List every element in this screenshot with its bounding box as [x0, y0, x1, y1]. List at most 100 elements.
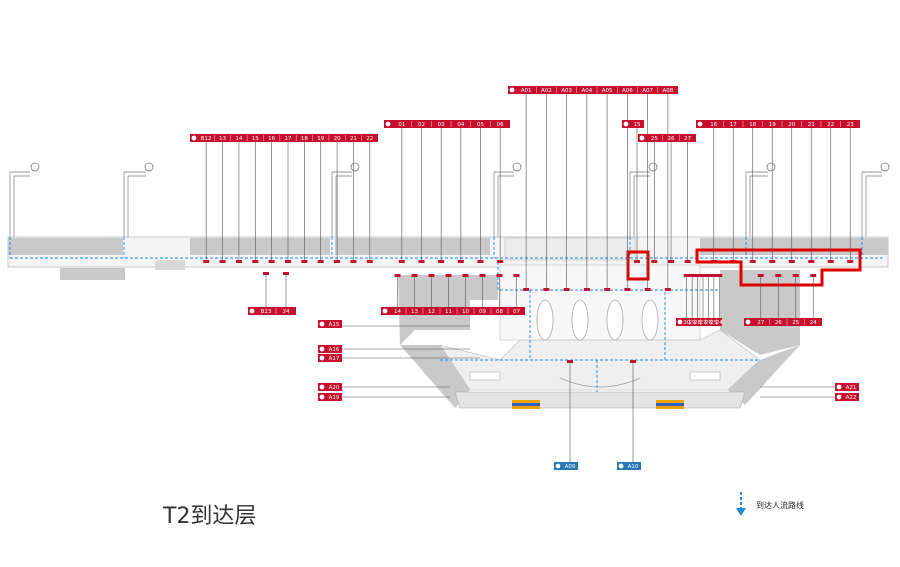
gate-leader-lines [205, 94, 851, 462]
plane-icon [319, 346, 325, 352]
gate-label: 26 [705, 320, 712, 326]
gate-label: 24 [716, 320, 723, 326]
map-title: T2到达层 [163, 504, 257, 529]
bag-claim-symbols [512, 400, 684, 409]
gate-label: A05 [602, 88, 613, 94]
plane-icon [836, 394, 842, 400]
gate-label: 15 [252, 136, 259, 142]
gate-label: B23 [261, 309, 272, 315]
gate-stand [757, 274, 764, 277]
gate-bar-g_a09: A09 [554, 462, 578, 470]
gate-label: 30 [683, 320, 690, 326]
gate-label: 21 [808, 122, 815, 128]
gate-bar-bg [318, 354, 342, 362]
legend-label: 到达人流路线 [756, 501, 804, 510]
gate-label: 07 [513, 309, 520, 315]
gate-bar-g_a15: A15 [318, 320, 342, 328]
arrival-flow-lines [9, 237, 885, 392]
plane-icon [745, 319, 751, 325]
gate-label: A09 [565, 464, 576, 470]
gate-bar-bg [622, 120, 644, 128]
gate-label: 22 [827, 122, 834, 128]
gate-bar-bg [248, 307, 296, 315]
concourse-strip [7, 236, 889, 280]
gate-bar-g_a21: A21 [835, 383, 859, 391]
gate-label: 11 [445, 309, 452, 315]
gate-label: 28 [694, 320, 701, 326]
gate-stand [710, 274, 717, 277]
gate-stand [496, 274, 503, 277]
gate-label: A04 [581, 88, 592, 94]
gate-bar-g_a17: A17 [318, 354, 342, 362]
gate-label: 17 [285, 136, 292, 142]
gate-stand [513, 274, 520, 277]
gate-label: 08 [496, 309, 503, 315]
gate-label: 29 [689, 320, 696, 326]
gate-stand [263, 272, 269, 275]
gate-label: 05 [477, 122, 484, 128]
gate-bar-g_a10: A10 [617, 462, 641, 470]
gate-bar-bg [835, 393, 859, 401]
gate-label: A22 [846, 395, 857, 401]
plane-icon [623, 121, 629, 127]
gate-stand [694, 274, 701, 277]
gate-stand [689, 274, 696, 277]
gate-bar-bg [617, 462, 641, 470]
plane-icon [191, 135, 197, 141]
gate-label: A21 [846, 385, 857, 391]
gate-stand [394, 274, 401, 277]
gate-label: A15 [329, 322, 340, 328]
gate-label: B12 [201, 136, 212, 142]
gate-label: A16 [329, 347, 340, 353]
gate-stand [445, 274, 452, 277]
gate-stand [810, 274, 817, 277]
gate-label: A08 [662, 88, 673, 94]
gate-bar-bg [744, 318, 822, 326]
gate-label: 27 [757, 320, 764, 326]
gate-label: 23 [847, 122, 854, 128]
gate-bar-g_a19: A19 [318, 393, 342, 401]
gate-label: 02 [418, 122, 425, 128]
gate-label: 04 [457, 122, 464, 128]
gate-label: A01 [521, 88, 532, 94]
plane-icon [639, 135, 645, 141]
pier-end-circles [30, 162, 890, 172]
gate-label: A03 [561, 88, 572, 94]
gate-label: A17 [329, 356, 340, 362]
gate-label: 12 [428, 309, 435, 315]
gate-bar-bg [318, 320, 342, 328]
gate-bar-bg [554, 462, 578, 470]
gate-label: 18 [301, 136, 308, 142]
gate-label: 22 [366, 136, 373, 142]
gate-bar-bg [835, 383, 859, 391]
plane-icon [677, 319, 683, 325]
gate-bar-g_r15: 15 [622, 120, 644, 128]
gate-label: 20 [334, 136, 341, 142]
gate-label: 24 [810, 320, 817, 326]
gate-label: 16 [710, 122, 717, 128]
gate-stand [716, 274, 723, 277]
plane-icon [385, 121, 391, 127]
gate-label: A10 [628, 464, 639, 470]
gate-label: A02 [541, 88, 552, 94]
gate-label: 16 [268, 136, 275, 142]
gate-bar-g_a22: A22 [835, 393, 859, 401]
pier-outlines [9, 171, 882, 237]
gate-label: 03 [438, 122, 445, 128]
gate-stand [683, 274, 690, 277]
terminal-body [385, 264, 800, 409]
gate-stand [705, 274, 712, 277]
gate-label: 25 [710, 320, 717, 326]
gate-label: 13 [411, 309, 418, 315]
highlight-boxes [626, 248, 862, 287]
gate-label: 24 [283, 309, 290, 315]
gate-label: 19 [317, 136, 324, 142]
